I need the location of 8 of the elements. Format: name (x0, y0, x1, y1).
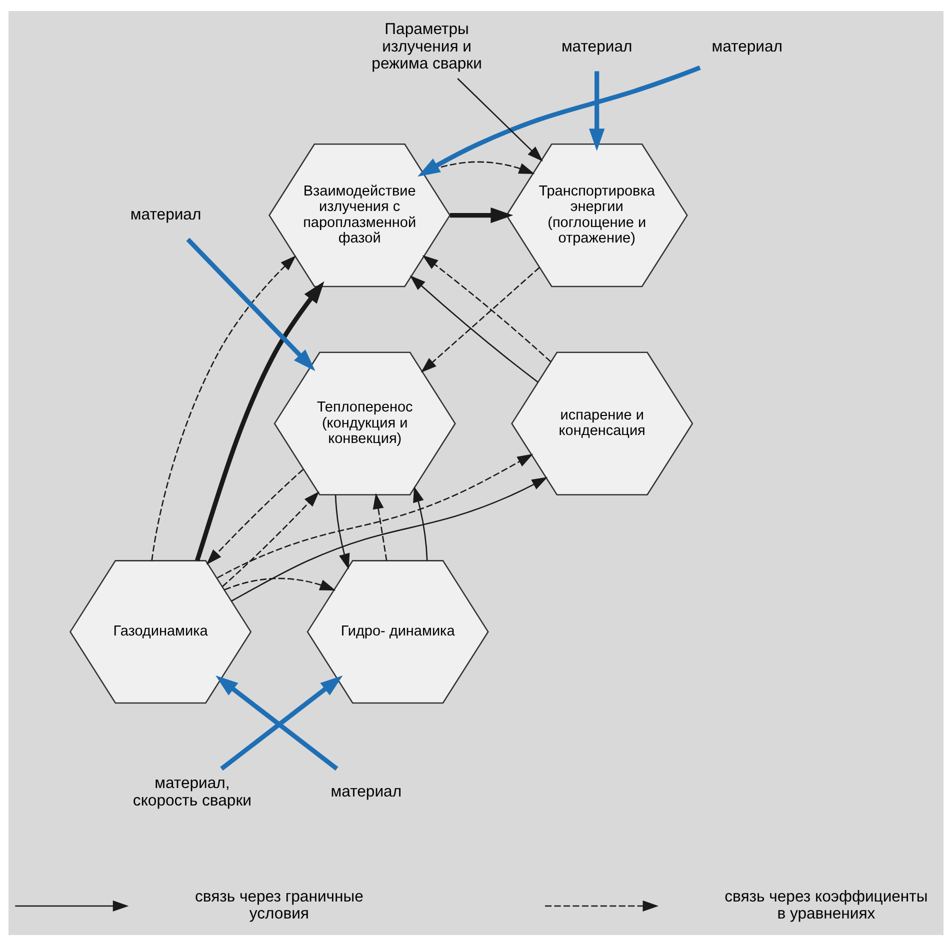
node-text: материал (712, 38, 782, 56)
node-text: материал, скорость сварки (132, 775, 252, 810)
node-text: Параметры излучения и режима сварки (372, 21, 482, 72)
node-text: материал (130, 206, 202, 224)
node-text: материал (561, 38, 632, 56)
legend-label: связь через коэффициенты в уравнениях (724, 888, 928, 923)
legend-label: связь через граничные условия (194, 888, 364, 923)
node-text: материал (330, 784, 402, 801)
